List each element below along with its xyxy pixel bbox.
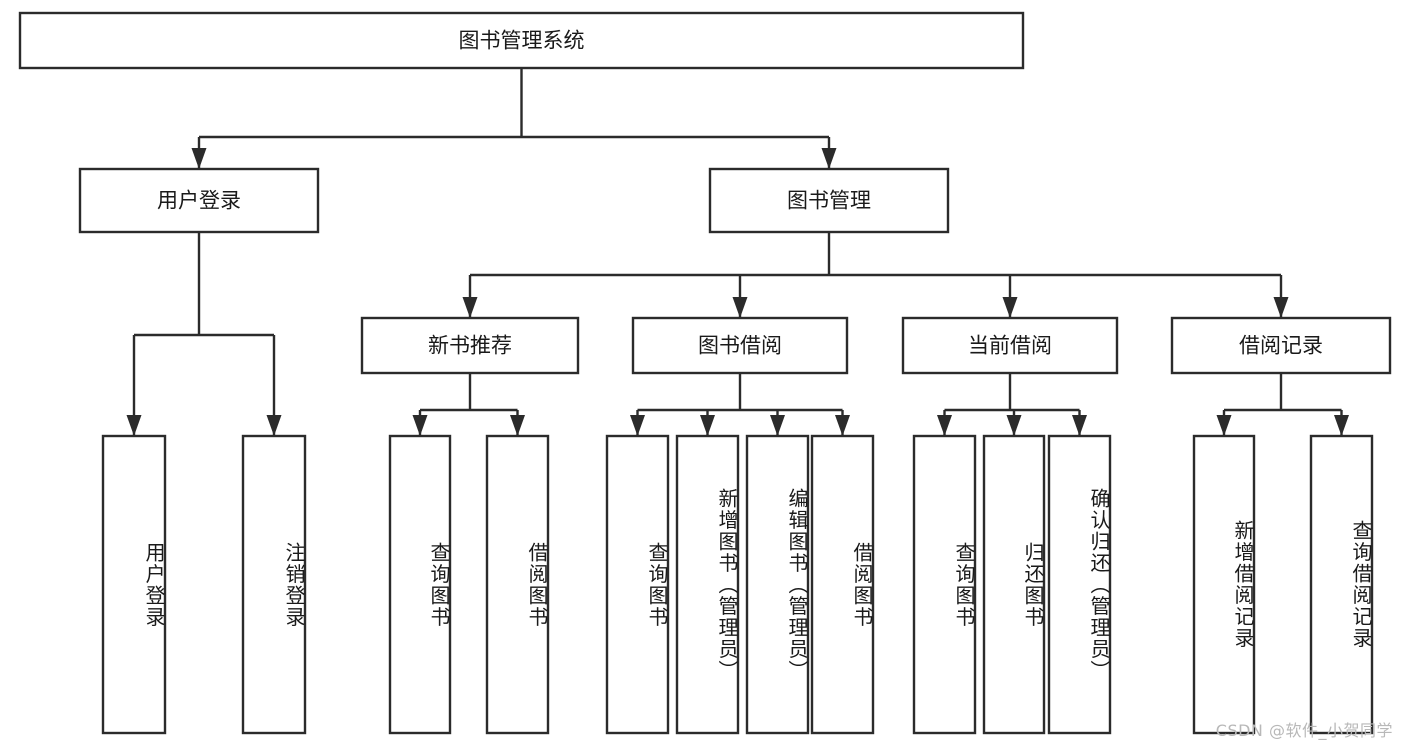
arrow-head-icon	[1273, 297, 1289, 318]
node-leaf-5[interactable]	[675, 434, 740, 735]
arrow-head-icon	[1072, 415, 1087, 436]
arrow-head-icon	[412, 415, 428, 436]
arrow-head-icon	[732, 297, 748, 318]
arrow-head-icon	[1334, 415, 1349, 436]
node-leaf-9[interactable]	[982, 434, 1046, 735]
node-level3-1[interactable]	[631, 316, 849, 375]
node-level3-2[interactable]	[901, 316, 1119, 375]
node-level2-1[interactable]	[708, 167, 950, 234]
connectors-layer	[126, 68, 1349, 436]
arrow-head-icon	[126, 415, 142, 436]
node-label-level2-1: 图书管理	[787, 189, 871, 213]
arrow-head-icon	[1216, 415, 1232, 436]
arrow-head-icon	[266, 415, 282, 436]
arrow-head-icon	[821, 148, 837, 169]
node-label-level3-2: 当前借阅	[968, 334, 1052, 358]
node-leaf-12[interactable]	[1309, 434, 1374, 735]
arrow-head-icon	[700, 415, 715, 436]
node-leaf-1[interactable]	[241, 434, 307, 735]
node-level3-0[interactable]	[360, 316, 580, 375]
arrow-head-icon	[510, 415, 525, 436]
arrow-head-icon	[770, 415, 785, 436]
node-label-level2-0: 用户登录	[157, 189, 241, 213]
node-leaf-11[interactable]	[1192, 434, 1256, 735]
node-leaf-8[interactable]	[912, 434, 977, 735]
node-label-level3-3: 借阅记录	[1239, 334, 1323, 358]
node-leaf-7[interactable]	[810, 434, 875, 735]
node-leaf-0[interactable]	[101, 434, 167, 735]
node-leaf-2[interactable]	[388, 434, 452, 735]
arrow-head-icon	[937, 415, 952, 436]
node-label-level3-1: 图书借阅	[698, 334, 782, 358]
node-leaf-3[interactable]	[485, 434, 550, 735]
node-level3-3[interactable]	[1170, 316, 1392, 375]
arrow-head-icon	[191, 148, 207, 169]
node-root-图书管理系统[interactable]	[18, 11, 1025, 70]
node-leaf-4[interactable]	[605, 434, 670, 735]
arrow-head-icon	[835, 415, 850, 436]
arrow-head-icon	[1002, 297, 1018, 318]
node-leaf-10[interactable]	[1047, 434, 1112, 735]
node-label-level3-0: 新书推荐	[428, 334, 512, 358]
arrow-head-icon	[630, 415, 645, 436]
boxes-layer	[18, 11, 1392, 735]
arrow-head-icon	[1006, 415, 1022, 436]
csdn-watermark: CSDN @软件_小贺同学	[1215, 721, 1393, 740]
node-level2-0[interactable]	[78, 167, 320, 234]
node-label-root: 图书管理系统	[459, 29, 585, 53]
node-leaf-6[interactable]	[745, 434, 810, 735]
arrow-head-icon	[462, 297, 478, 318]
